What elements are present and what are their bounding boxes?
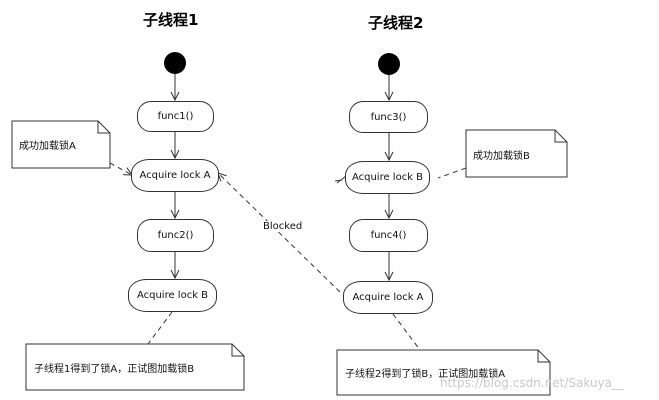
note-lock-b-acquired-text: 成功加载锁B	[473, 151, 530, 162]
note-b-shape	[465, 129, 568, 178]
blocked-label: Blocked	[262, 221, 304, 232]
thread2-title: 子线程2	[368, 14, 424, 32]
note-thread2-state-text: 子线程2得到了锁B，正试图加载锁A	[345, 369, 506, 380]
node-acquire-lock-b-thread2: Acquire lock B	[345, 161, 430, 194]
thread1-title: 子线程1	[143, 11, 199, 29]
node-acquire-lock-a-thread2: Acquire lock A	[343, 281, 433, 314]
node-func3: func3()	[349, 101, 428, 133]
note-thread1-state-text: 子线程1得到了锁A，正试图加载锁B	[34, 364, 195, 375]
note-t2-connector	[392, 313, 421, 351]
watermark: https://blog.csdn.net/Sakuya__	[440, 376, 624, 390]
start-node-thread1	[164, 52, 186, 74]
note-lock-b-acquired: 成功加载锁B	[466, 130, 567, 177]
node-func4: func4()	[349, 219, 428, 252]
note-b-arrowhead	[334, 175, 347, 184]
note-a-connector	[109, 162, 132, 175]
node-func2: func2()	[137, 219, 214, 252]
blocked-edge	[218, 173, 341, 293]
node-acquire-lock-b-thread1: Acquire lock B	[128, 279, 217, 312]
note-t1-connector	[147, 311, 173, 345]
note-lock-a-acquired: 成功加载锁A	[12, 121, 110, 168]
note-thread1-state: 子线程1得到了锁A，正试图加载锁B	[26, 344, 244, 390]
node-func1: func1()	[137, 101, 214, 132]
note-a-shape	[11, 120, 111, 169]
note-t2-shape	[336, 349, 551, 396]
note-lock-a-acquired-text: 成功加载锁A	[19, 141, 76, 152]
node-acquire-lock-a-thread1: Acquire lock A	[131, 159, 219, 192]
start-node-thread2	[378, 53, 400, 75]
note-b-connector	[437, 167, 467, 179]
note-t1-shape	[25, 343, 245, 391]
note-thread2-state: 子线程2得到了锁B，正试图加载锁A	[337, 350, 550, 395]
